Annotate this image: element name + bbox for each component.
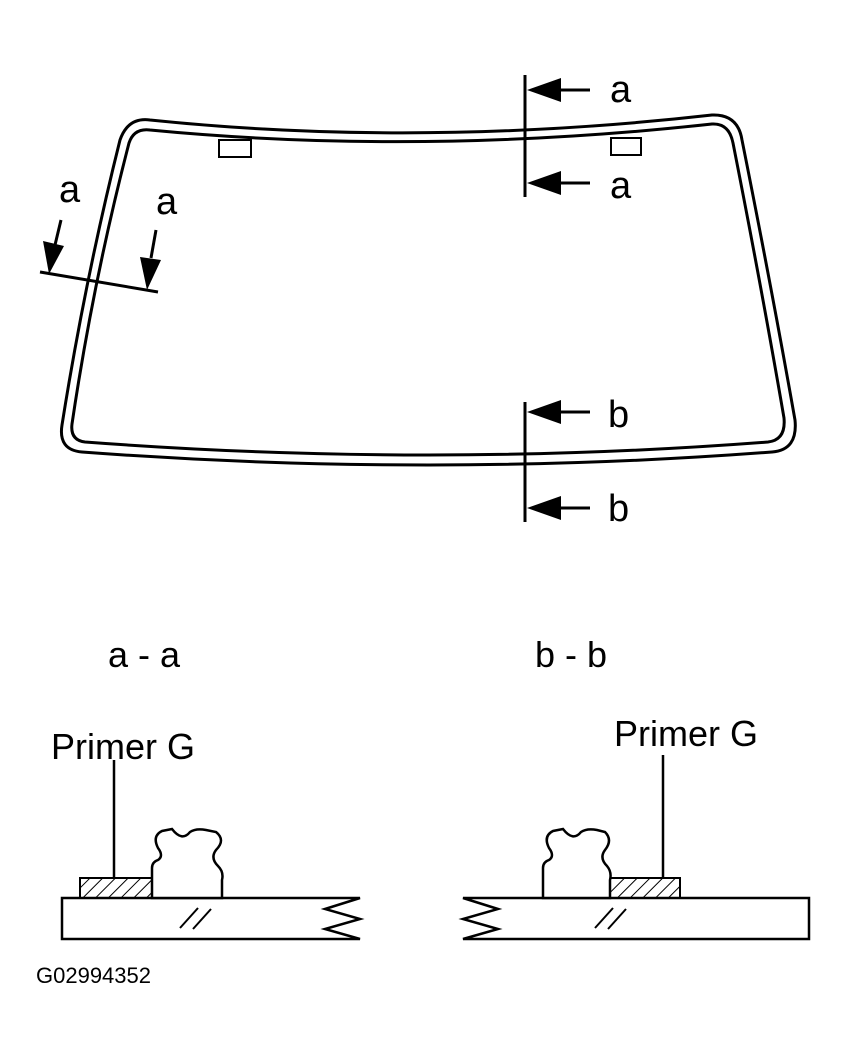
section-b-label-2: b <box>608 488 629 530</box>
aa-primer-layer <box>79 877 153 899</box>
aa-glass-strip <box>60 896 365 941</box>
windshield-glass <box>59 113 797 467</box>
aa-molding <box>150 827 224 900</box>
section-b-cut <box>523 400 590 522</box>
mounting-tab-right <box>610 137 642 156</box>
section-bb-title: b - b <box>535 634 607 675</box>
windshield-outer-edge <box>59 113 797 467</box>
section-a-top-label-1: a <box>610 69 632 111</box>
section-bb-detail <box>458 755 811 941</box>
section-b-label-1: b <box>608 394 629 436</box>
windshield-inner-edge <box>70 122 786 457</box>
section-a-left-cut <box>39 219 161 294</box>
section-a-left-label-2: a <box>156 181 178 223</box>
figure-code: G02994352 <box>36 963 151 988</box>
mounting-tab-left <box>218 139 252 158</box>
section-aa-title: a - a <box>108 634 181 675</box>
section-aa-detail <box>60 760 365 941</box>
section-aa-primer-callout: Primer G <box>51 726 195 767</box>
section-bb-primer-callout: Primer G <box>614 713 758 754</box>
section-a-top-label-2: a <box>610 165 632 207</box>
bb-molding <box>541 827 612 900</box>
bb-glass-strip <box>458 896 811 941</box>
section-a-top-cut <box>523 75 590 197</box>
section-a-left-label-1: a <box>59 169 81 211</box>
bb-primer-layer <box>609 877 681 899</box>
